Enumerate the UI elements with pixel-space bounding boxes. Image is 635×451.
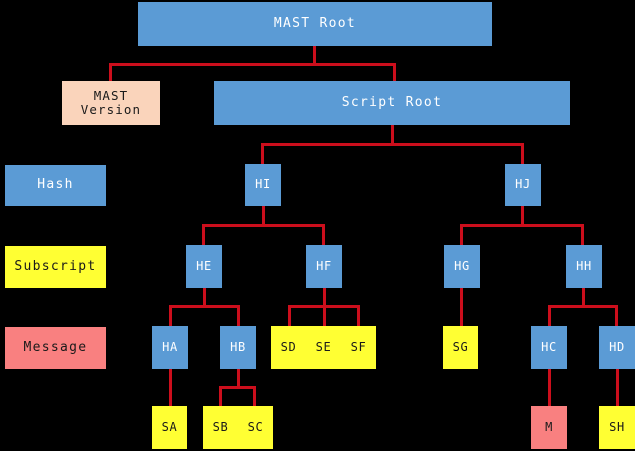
connector-hh-stem <box>582 287 585 307</box>
node-sa: SA <box>152 406 187 449</box>
node-hh: HH <box>566 245 602 288</box>
node-ha: HA <box>152 326 188 369</box>
connector-mast-root-stem <box>313 45 316 65</box>
node-m: M <box>531 406 567 449</box>
node-hb: HB <box>220 326 256 369</box>
connector-se-drop <box>323 305 326 327</box>
connector-sb-drop <box>219 386 222 408</box>
connector-hh-bar <box>548 305 617 308</box>
connector-hj-drop <box>521 143 524 165</box>
node-hd: HD <box>599 326 635 369</box>
node-sb: SB <box>203 406 238 449</box>
node-hi: HI <box>245 164 281 206</box>
connector-hf-drop <box>322 224 325 246</box>
legend-item-subscript: Subscript <box>5 246 106 288</box>
connector-script-root-bar <box>261 143 523 146</box>
connector-he-bar <box>169 305 239 308</box>
connector-hd-drop <box>615 305 618 327</box>
connector-hi-bar <box>202 224 323 227</box>
legend-item-message: Message <box>5 327 106 369</box>
connector-sd-drop <box>288 305 291 327</box>
connector-hj-bar <box>460 224 583 227</box>
node-sg: SG <box>443 326 478 369</box>
node-mast-version: MAST Version <box>62 81 160 125</box>
connector-sf-drop <box>357 305 360 327</box>
connector-he-drop <box>202 224 205 246</box>
connector-hb-stem <box>237 368 240 388</box>
connector-hd-stem <box>616 368 619 408</box>
connector-mast-root-bar <box>109 63 396 66</box>
connector-hi-stem <box>262 205 265 226</box>
node-he: HE <box>186 245 222 288</box>
connector-hi-drop <box>261 143 264 165</box>
connector-sc-drop <box>253 386 256 408</box>
connector-script-root-stem <box>391 124 394 144</box>
connector-hc-drop <box>548 305 551 327</box>
node-hf: HF <box>306 245 342 288</box>
node-hg: HG <box>444 245 480 288</box>
legend-item-hash: Hash <box>5 165 106 206</box>
node-hj: HJ <box>505 164 541 206</box>
connector-hg-stem <box>460 287 463 327</box>
node-sf: SF <box>341 326 376 369</box>
connector-hf-stem <box>323 287 326 307</box>
connector-mast-version-drop <box>109 63 112 81</box>
connector-hc-stem <box>548 368 551 408</box>
node-mast-root: MAST Root <box>138 2 492 46</box>
connector-hj-stem <box>521 205 524 226</box>
node-sh: SH <box>599 406 635 449</box>
connector-script-root-drop <box>393 63 396 81</box>
connector-hg-drop <box>460 224 463 246</box>
connector-ha-stem <box>169 368 172 408</box>
connector-hb-bar <box>219 386 256 389</box>
node-sd: SD <box>271 326 306 369</box>
node-hc: HC <box>531 326 567 369</box>
node-script-root: Script Root <box>214 81 570 125</box>
connector-he-stem <box>203 287 206 307</box>
connector-hh-drop <box>581 224 584 246</box>
connector-ha-drop <box>169 305 172 327</box>
connector-hb-drop <box>237 305 240 327</box>
node-se: SE <box>306 326 341 369</box>
node-sc: SC <box>238 406 273 449</box>
